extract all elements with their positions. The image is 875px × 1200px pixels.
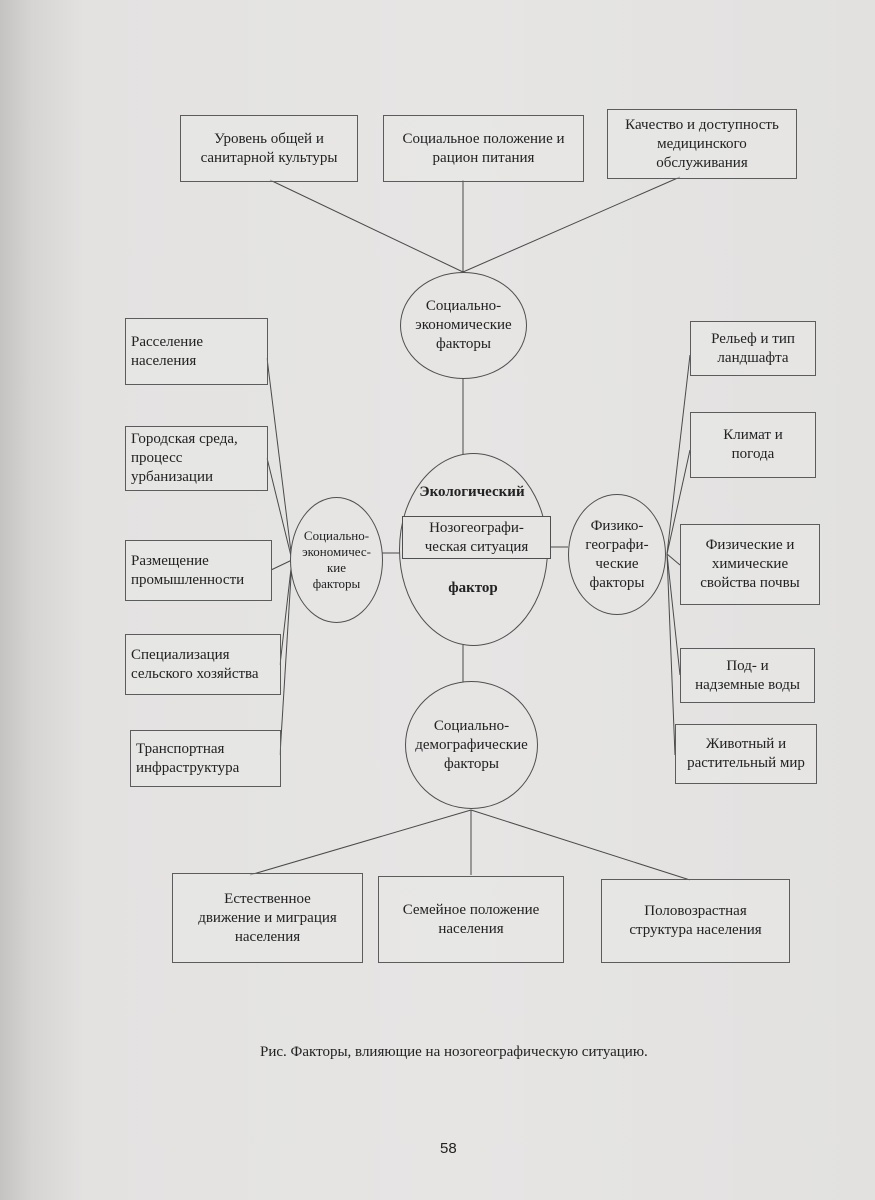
connector-left-3 [270, 559, 293, 571]
connector-left-4 [279, 559, 293, 666]
connector-left-5 [279, 559, 293, 756]
connector-right-2 [666, 449, 691, 555]
connector-right-5 [666, 553, 676, 756]
oval-sociodemographic: Социально- демографические факторы [405, 681, 538, 809]
connector-left-2 [266, 457, 293, 561]
connector-right-4 [666, 553, 681, 676]
factor-box-water: Под- и надземные воды [680, 648, 815, 703]
factor-box-sanitary-culture: Уровень общей и санитарной культуры [180, 115, 358, 182]
factor-box-age-sex-structure: Половозрастная структура населения [601, 879, 790, 963]
connector-right-1 [666, 354, 691, 555]
connector-right-3 [666, 553, 681, 566]
factor-box-industry-placement: Размещение промышленности [125, 540, 272, 601]
factor-box-climate: Климат и погода [690, 412, 816, 478]
connector-bottom-1 [249, 809, 472, 876]
factor-box-natural-movement-migration: Естественное движение и миграция населен… [172, 873, 363, 963]
factor-box-settlement: Расселение населения [125, 318, 268, 385]
oval-physicogeographic: Физико- географи- ческие факторы [568, 494, 666, 615]
factor-box-urban-environment: Городская среда, процесс урбанизации [125, 426, 268, 491]
factor-box-transport: Транспортная инфраструктура [130, 730, 281, 787]
factor-box-relief-landscape: Рельеф и тип ландшафта [690, 321, 816, 376]
factor-box-flora-fauna: Животный и растительный мир [675, 724, 817, 784]
factor-box-agriculture: Специализация сельского хозяйства [125, 634, 281, 695]
oval-socioeconomic-top: Социально- экономические факторы [400, 272, 527, 379]
oval-socioeconomic-left: Социально- экономичес- кие факторы [290, 497, 383, 623]
figure-caption: Рис. Факторы, влияющие на нозогеографиче… [260, 1044, 648, 1060]
connector-top-1 [269, 179, 464, 273]
factor-box-soil-properties: Физические и химические свойства почвы [680, 524, 820, 605]
factor-box-medical-care: Качество и доступность медицинского обсл… [607, 109, 797, 179]
connector-left-1 [266, 357, 293, 561]
factor-box-marital-status: Семейное положение населения [378, 876, 564, 963]
page-number: 58 [440, 1140, 457, 1157]
page-edge-shadow [0, 0, 34, 1200]
ecological-factor-title: Экологический [419, 484, 525, 500]
ecological-factor-label-bottom: фактор [448, 580, 498, 596]
factor-box-social-status-diet: Социальное положение и рацион питания [383, 115, 584, 182]
connector-bottom-3 [470, 809, 691, 881]
connector-top-3 [462, 176, 681, 273]
nosogeographic-situation-box: Нозогеографи- ческая ситуация [402, 516, 551, 559]
